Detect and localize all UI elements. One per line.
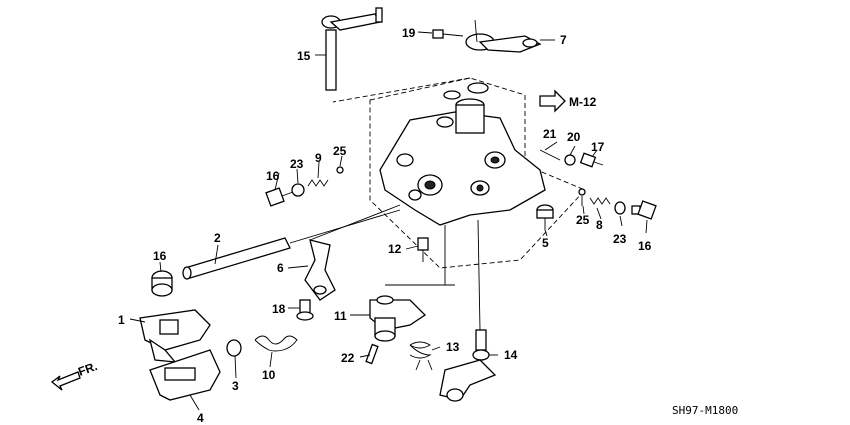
callout-12: 12 — [388, 242, 402, 256]
part-11-interlock — [369, 295, 427, 342]
callout-24: 22 — [341, 351, 355, 365]
direction-label: FR. — [76, 359, 99, 379]
callout-1: 1 — [118, 313, 125, 327]
part-3-washer — [226, 339, 242, 357]
callout-25-left: 25 — [333, 144, 347, 158]
part-1-shift-fork — [139, 309, 211, 363]
part-22-pin — [539, 149, 561, 161]
callout-20: 19 — [402, 26, 416, 40]
link-dashed-line — [332, 77, 471, 103]
callout-14: 14 — [504, 348, 518, 362]
part-25-ball-right — [578, 188, 586, 196]
callout-7: 7 — [560, 33, 567, 47]
part-16-bolt-left — [265, 187, 294, 207]
callout-11: 11 — [334, 309, 347, 323]
part-5-plug — [536, 204, 554, 219]
washer-top-b — [467, 82, 489, 94]
part-9-spring — [307, 179, 329, 187]
diagram-code: SH97-M1800 — [672, 404, 738, 417]
callout-16-right: 16 — [638, 239, 652, 253]
part-23-washer-left — [291, 183, 305, 197]
shift-housing — [379, 98, 546, 226]
part-21-washer — [564, 154, 576, 166]
part-2-shaft — [182, 209, 401, 280]
callout-3: 3 — [232, 379, 239, 393]
leader-lines — [129, 31, 648, 411]
fr-arrow-icon — [50, 371, 81, 391]
callout-10: 10 — [262, 368, 276, 382]
callout-5: 5 — [542, 236, 549, 250]
callout-17: 16 — [153, 249, 167, 263]
part-4-shift-fork — [149, 349, 221, 401]
washer-top-a — [443, 90, 461, 100]
part-6-lever — [304, 239, 336, 301]
callout-25-right: 25 — [576, 213, 590, 227]
callout-13: 13 — [446, 340, 460, 354]
callout-16-left: 16 — [266, 169, 280, 183]
part-19-bolt — [296, 299, 314, 321]
part-18-bolt — [579, 152, 604, 168]
callout-23-left: 23 — [290, 157, 304, 171]
part-8-spring — [589, 197, 611, 205]
callout-23-right: 23 — [613, 232, 627, 246]
callout-19: 18 — [272, 302, 286, 316]
part-15-shift-shaft — [321, 7, 383, 91]
callout-18: 17 — [591, 140, 605, 154]
part-24-pin — [365, 343, 379, 365]
part-16-bolt-right — [631, 200, 657, 220]
ref-label-m12: M-12 — [569, 95, 597, 109]
part-13-spring — [409, 341, 433, 371]
part-17-plug — [151, 270, 173, 297]
callout-2: 2 — [214, 231, 221, 245]
callout-4: 4 — [197, 411, 204, 425]
part-14-shift-arm — [439, 219, 497, 402]
part-7-select-lever — [465, 19, 542, 53]
part-25-ball-left — [336, 166, 344, 174]
housing-dashed-outline — [369, 77, 586, 269]
part-23-washer-right — [614, 201, 626, 215]
part-20-bolt — [432, 29, 464, 39]
callout-15: 15 — [297, 49, 311, 63]
part-10-spring — [254, 335, 298, 352]
callout-8: 8 — [596, 218, 603, 232]
callout-9: 9 — [315, 151, 322, 165]
callout-6: 6 — [277, 261, 284, 275]
callout-22: 21 — [543, 127, 557, 141]
ref-arrow — [539, 89, 566, 113]
part-12-bolt — [417, 237, 429, 262]
callout-21: 20 — [567, 130, 581, 144]
